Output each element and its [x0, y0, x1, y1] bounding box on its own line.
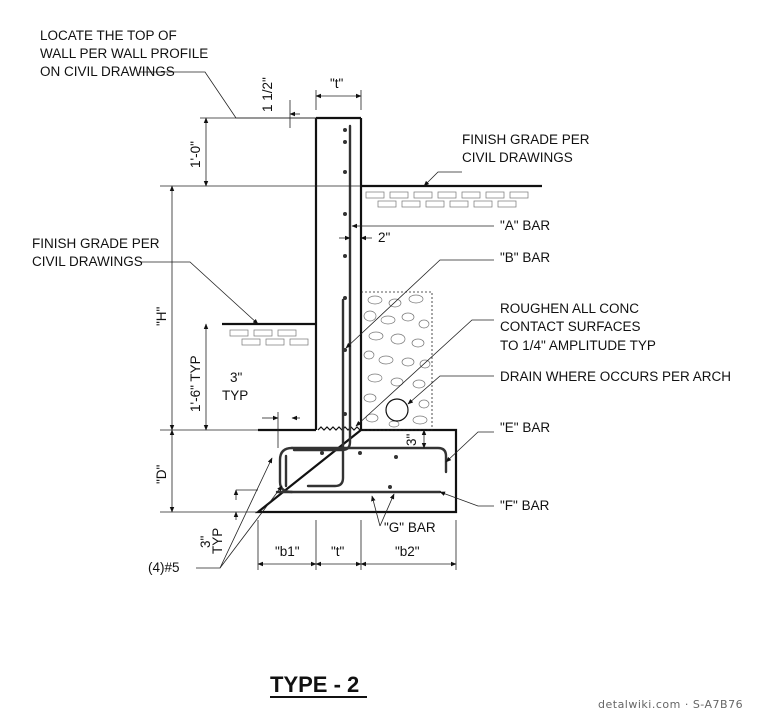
dim-three-footing: 3": [404, 433, 419, 446]
rebar: [275, 124, 448, 494]
note-line: CIVIL DRAWINGS: [462, 150, 573, 165]
note-finish-grade-right: FINISH GRADE PER CIVIL DRAWINGS: [462, 132, 590, 165]
dim-d: "D": [154, 464, 169, 484]
label-a-bar: "A" BAR: [500, 218, 550, 233]
leader-lines: [140, 71, 494, 569]
dim-one-half: 1 1/2": [260, 77, 275, 112]
label-g-bar: "G" BAR: [384, 520, 436, 535]
label-e-bar: "E" BAR: [500, 420, 550, 435]
dim-one-foot: 1'-0": [188, 141, 203, 168]
dim-b1: "b1": [275, 544, 300, 559]
dim-t-bottom: "t": [331, 544, 345, 559]
finish-grade-right: [361, 184, 542, 208]
note-line: LOCATE THE TOP OF: [40, 28, 177, 43]
finish-grade-left: [222, 322, 316, 346]
drain-gravel: [361, 291, 433, 431]
note-line: ON CIVIL DRAWINGS: [40, 64, 175, 79]
note-line: CIVIL DRAWINGS: [32, 254, 143, 269]
watermark: detalwiki.com · S-A7B76: [598, 698, 743, 711]
drain-pipe: [385, 398, 409, 422]
note-top-of-wall: LOCATE THE TOP OF WALL PER WALL PROFILE …: [40, 28, 208, 79]
label-b-bar: "B" BAR: [500, 250, 550, 265]
label-f-bar: "F" BAR: [500, 498, 550, 513]
note-line: FINISH GRADE PER: [32, 236, 160, 251]
note-line: TO 1/4" AMPLITUDE TYP: [500, 338, 656, 353]
note-line: FINISH GRADE PER: [462, 132, 590, 147]
concrete-footing: [254, 426, 458, 514]
note-roughen: ROUGHEN ALL CONC CONTACT SURFACES TO 1/4…: [500, 301, 656, 353]
dim-three-typ-bottom: 3": [198, 535, 213, 548]
label-drain: DRAIN WHERE OCCURS PER ARCH: [500, 369, 731, 384]
note-finish-grade-left: FINISH GRADE PER CIVIL DRAWINGS: [32, 236, 160, 269]
note-line: CONTACT SURFACES: [500, 319, 641, 334]
dim-three-typ-wall: TYP: [222, 388, 248, 403]
label-bars-5: (4)#5: [148, 560, 180, 575]
dim-two-in: 2": [378, 230, 391, 245]
dimension-lines: [160, 90, 457, 570]
dim-one-six-typ: 1'-6" TYP: [188, 355, 203, 412]
note-line: ROUGHEN ALL CONC: [500, 301, 639, 316]
dim-b2: "b2": [395, 544, 420, 559]
dim-h: "H": [154, 306, 169, 326]
dim-three-typ-bottom: TYP: [210, 528, 225, 554]
dim-three-typ-wall: 3": [230, 370, 243, 385]
concrete-stem-wall: [314, 116, 363, 430]
drawing-title: TYPE - 2: [270, 672, 359, 697]
dim-t-top: "t": [330, 76, 344, 91]
note-line: WALL PER WALL PROFILE: [40, 46, 208, 61]
